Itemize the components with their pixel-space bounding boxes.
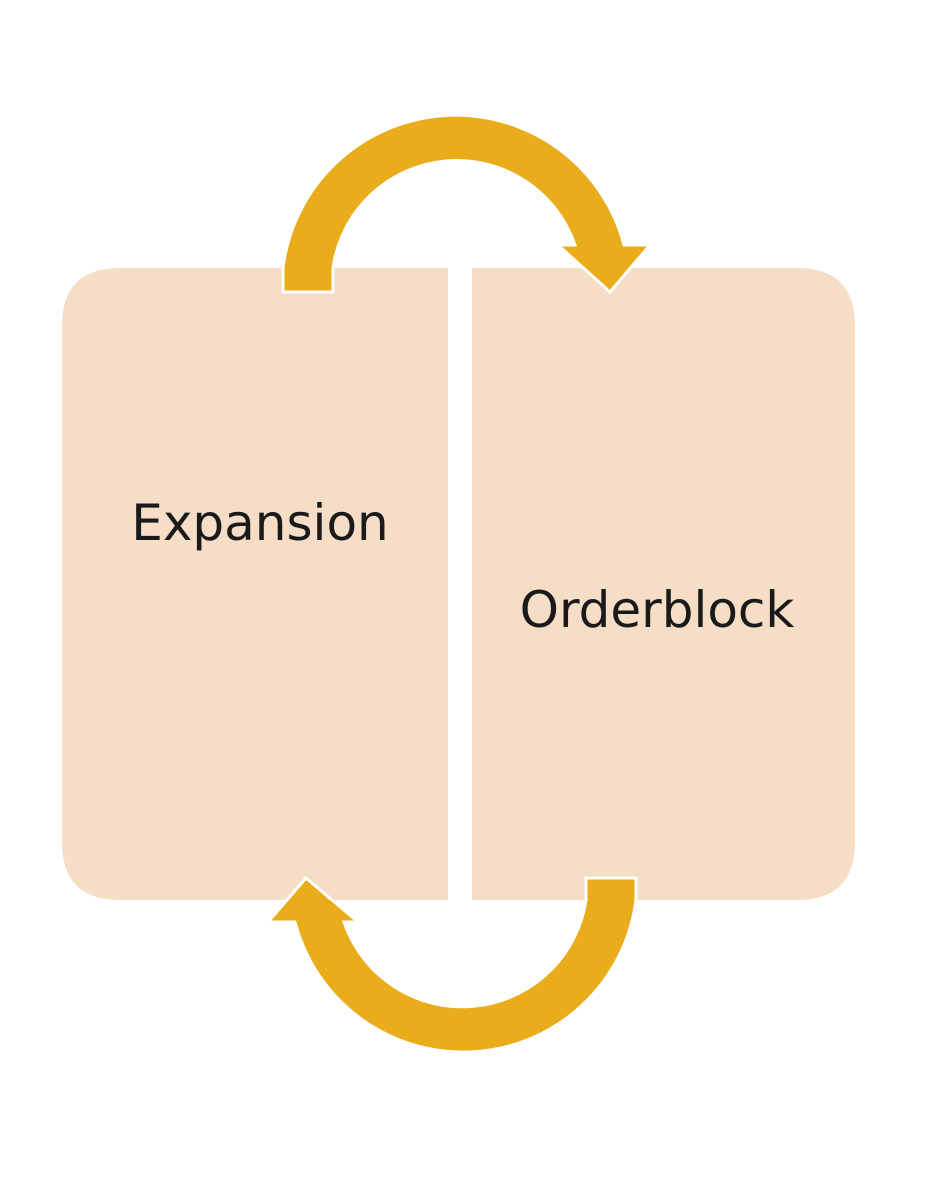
bottom-arrow-icon — [264, 875, 638, 1054]
left-box-label: Expansion — [131, 494, 388, 552]
right-box-label: Orderblock — [520, 581, 795, 639]
left-box — [62, 268, 448, 900]
right-box — [472, 268, 855, 900]
top-arrow-icon — [281, 113, 654, 295]
